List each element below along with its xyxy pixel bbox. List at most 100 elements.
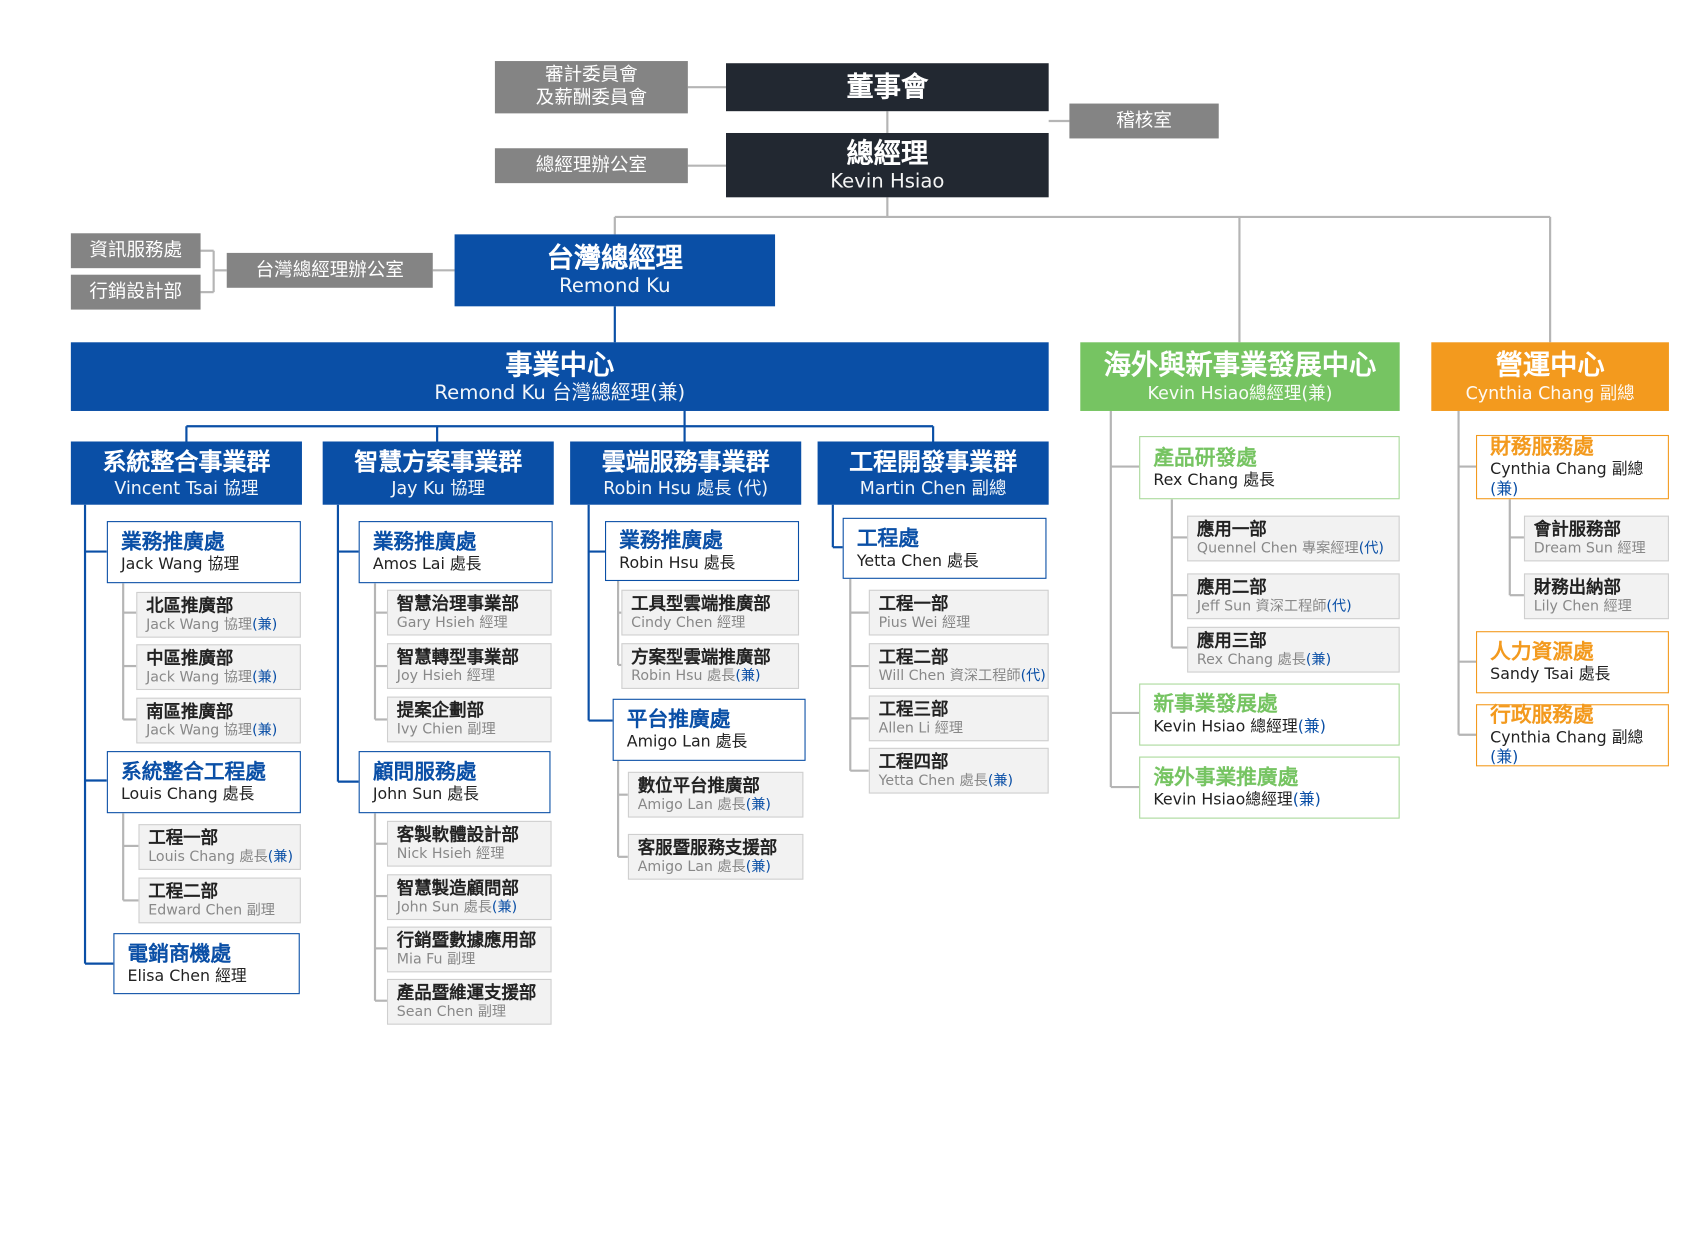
division-name: 行政服務處: [1490, 703, 1594, 728]
department-box: 方案型雲端推廣部 Robin Hsu 處長(兼): [621, 643, 800, 689]
department-name: 產品暨維運支援部: [396, 982, 537, 1003]
department-name: 中區推廣部: [146, 647, 234, 669]
division-box: 財務服務處 Cynthia Chang 副總(兼): [1475, 434, 1669, 500]
department-name: 提案企劃部: [396, 699, 485, 721]
division-name: 業務推廣處: [619, 528, 723, 553]
department-name: 工程四部: [878, 751, 949, 772]
department-manager: John Sun 處長: [396, 899, 492, 916]
department-name: 方案型雲端推廣部: [631, 646, 771, 668]
department-manager: Jack Wang 協理: [146, 669, 253, 686]
department-manager: Joy Hsieh 經理: [396, 668, 496, 685]
board-label: 董事會: [846, 70, 929, 103]
department-manager: Quennel Chen 專案經理: [1196, 540, 1359, 558]
taiwan-gm-name: Remond Ku: [559, 274, 671, 298]
division-name: 電銷商機處: [127, 941, 232, 966]
department-box: 工程一部 Louis Chang 處長(兼): [138, 824, 301, 870]
department-manager: Amigo Lan 處長: [637, 858, 746, 876]
division-box: 行政服務處 Cynthia Chang 副總 (兼): [1475, 703, 1669, 767]
department-manager: Amigo Lan 處長: [637, 796, 746, 814]
division-box: 新事業發展處 Kevin Hsiao 總經理(兼): [1139, 683, 1400, 746]
gm-box: 總經理 Kevin Hsiao: [726, 132, 1049, 198]
department-manager: Jack Wang 協理: [146, 722, 253, 740]
department-manager: Louis Chang 處長: [148, 849, 268, 866]
group-engineering: 工程開發事業群 Martin Chen 副總: [817, 441, 1049, 505]
department-role-suffix: (兼): [252, 722, 278, 740]
department-manager: Edward Chen 副理: [148, 902, 275, 919]
department-manager: Lily Chen 經理: [1533, 598, 1632, 615]
gm-office-label: 總經理辦公室: [535, 154, 647, 177]
division-box: 業務推廣處 Robin Hsu 處長: [605, 521, 800, 582]
group-system-integration: 系統整合事業群 Vincent Tsai 協理: [70, 441, 302, 505]
taiwan-gm-title: 台灣總經理: [546, 242, 683, 274]
division-manager: Sandy Tsai 處長: [1490, 666, 1611, 684]
department-role-suffix: (兼): [491, 899, 518, 916]
department-manager: Mia Fu 副理: [396, 951, 476, 969]
department-box: 財務出納部 Lily Chen 經理: [1523, 573, 1669, 620]
department-name: 北區推廣部: [146, 595, 234, 616]
division-box: 產品研發處 Rex Chang 處長: [1139, 436, 1400, 500]
department-role-suffix: (代): [1358, 540, 1384, 558]
department-box: 客製軟體設計部 Nick Hsieh 經理: [386, 820, 552, 867]
division-box: 顧問服務處 John Sun 處長: [358, 751, 551, 814]
department-name: 應用二部: [1196, 576, 1267, 598]
department-manager: Ivy Chien 副理: [396, 721, 496, 738]
department-manager: Yetta Chen 處長: [878, 772, 988, 790]
department-name: 南區推廣部: [146, 700, 234, 722]
department-manager: Dream Sun 經理: [1533, 540, 1646, 558]
division-name: 平台推廣處: [626, 707, 731, 732]
ops-center-name: Cynthia Chang 副總: [1465, 382, 1635, 403]
department-name: 客服暨服務支援部: [637, 837, 778, 858]
division-box: 人力資源處 Sandy Tsai 處長: [1475, 631, 1669, 694]
audit-box: 稽核室: [1069, 103, 1219, 139]
division-manager: Kevin Hsiao總經理: [1153, 791, 1293, 809]
department-name: 工程二部: [148, 880, 219, 902]
department-name: 行銷暨數據應用部: [396, 929, 537, 951]
department-box: 客服暨服務支援部 Amigo Lan 處長(兼): [627, 833, 804, 880]
division-name: 業務推廣處: [372, 529, 477, 554]
division-manager: Elisa Chen 經理: [127, 967, 247, 985]
department-manager: Cindy Chen 經理: [631, 614, 746, 632]
division-manager: Amos Lai 處長: [372, 555, 482, 574]
department-name: 工程三部: [878, 698, 949, 720]
department-role-suffix: (兼): [745, 796, 771, 814]
group-title: 智慧方案事業群: [354, 448, 523, 476]
department-box: 智慧治理事業部 Gary Hsieh 經理: [386, 589, 552, 636]
department-role-suffix: (兼): [735, 668, 761, 685]
group-title: 工程開發事業群: [849, 448, 1018, 476]
audit-label: 稽核室: [1116, 109, 1172, 132]
division-manager: John Sun 處長: [372, 785, 479, 804]
overseas-center-box: 海外與新事業發展中心 Kevin Hsiao總經理(兼): [1080, 342, 1400, 411]
group-cloud-services: 雲端服務事業群 Robin Hsu 處長 (代): [570, 441, 802, 505]
division-role-suffix: (兼): [1297, 718, 1326, 736]
division-name: 財務服務處: [1490, 434, 1594, 459]
division-box: 海外事業推廣處 Kevin Hsiao總經理(兼): [1139, 756, 1400, 819]
division-name: 產品研發處: [1153, 445, 1257, 470]
gm-name: Kevin Hsiao: [830, 169, 945, 193]
division-manager: Amigo Lan 處長: [626, 733, 748, 752]
department-manager: Allen Li 經理: [878, 720, 964, 737]
department-manager: Pius Wei 經理: [878, 614, 971, 632]
department-box: 會計服務部 Dream Sun 經理: [1523, 515, 1669, 562]
group-head: Jay Ku 協理: [391, 476, 486, 498]
info-dept-box: 資訊服務處: [70, 233, 201, 269]
department-manager: Robin Hsu 處長: [631, 668, 736, 685]
division-manager: Robin Hsu 處長: [619, 554, 736, 573]
department-manager: Gary Hsieh 經理: [396, 614, 508, 632]
department-name: 智慧轉型事業部: [396, 646, 519, 668]
overseas-center-name: Kevin Hsiao總經理(兼): [1147, 382, 1333, 403]
division-manager: Louis Chang 處長: [121, 785, 255, 804]
gm-title: 總經理: [846, 136, 929, 169]
department-box: 工程三部 Allen Li 經理: [868, 695, 1049, 742]
department-box: 智慧製造顧問部 John Sun 處長(兼): [386, 874, 552, 921]
group-title: 系統整合事業群: [102, 448, 271, 476]
division-name: 海外事業推廣處: [1153, 765, 1299, 790]
department-manager: Jeff Sun 資深工程師: [1196, 598, 1327, 615]
division-box: 業務推廣處 Amos Lai 處長: [358, 521, 553, 584]
marketing-design-label: 行銷設計部: [89, 280, 183, 303]
committee-label: 審計委員會 及薪酬委員會: [535, 64, 647, 110]
division-manager: Cynthia Chang 副總: [1490, 461, 1644, 479]
group-smart-solutions: 智慧方案事業群 Jay Ku 協理: [322, 441, 554, 505]
department-name: 工程一部: [878, 593, 949, 614]
taiwan-office-box: 台灣總經理辦公室: [226, 252, 433, 288]
